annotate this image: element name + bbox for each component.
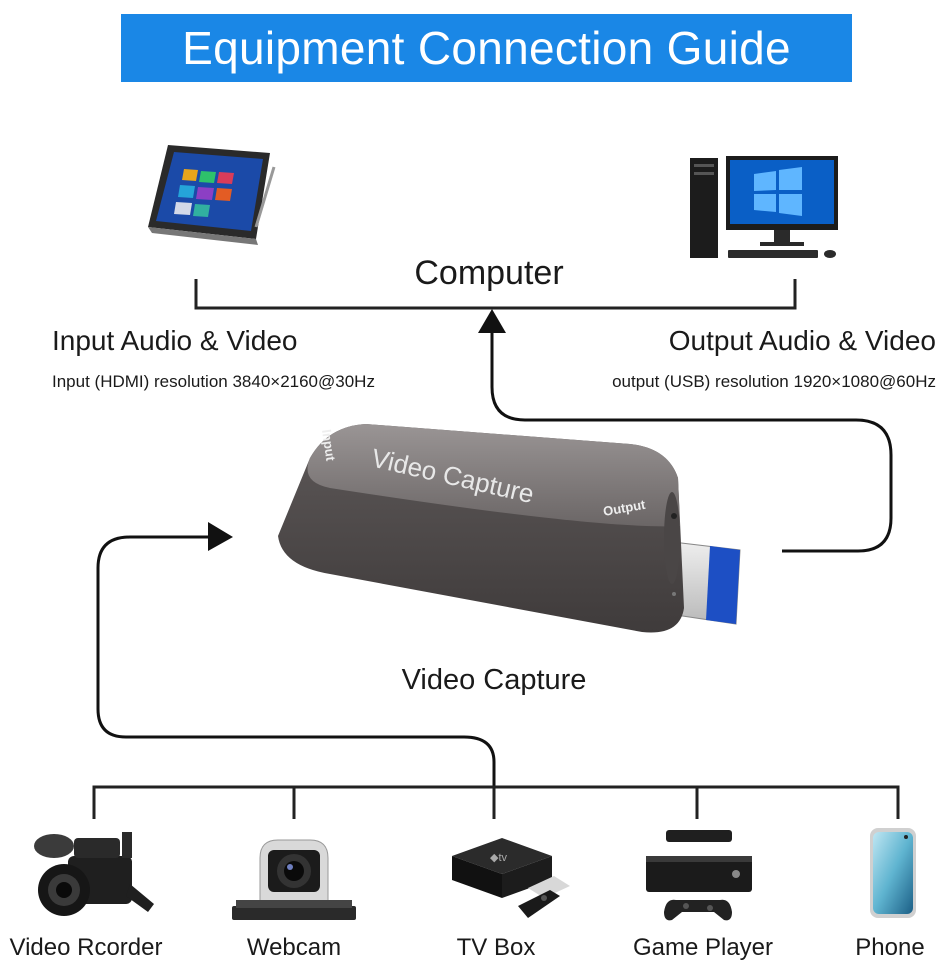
desktop-pc-icon: [690, 156, 838, 258]
tv-box-icon: ◆tv: [452, 838, 570, 918]
phone-icon: [870, 828, 916, 918]
video-capture-device-icon: Video Capture Input Output: [278, 424, 741, 633]
source-label-webcam: Webcam: [246, 934, 342, 961]
source-label-video-recorder: Video Rcorder: [9, 934, 163, 961]
output-detail: output (USB) resolution 1920×1080@60Hz: [612, 372, 936, 391]
output-connection-line: [490, 330, 893, 553]
camcorder-icon: [34, 832, 154, 916]
source-label-phone: Phone: [855, 934, 925, 961]
source-label-game-player: Game Player: [632, 934, 774, 961]
svg-text:◆tv: ◆tv: [490, 852, 508, 864]
video-capture-label: Video Capture: [401, 664, 587, 696]
sources-bracket: [92, 785, 900, 819]
device-input-port-label: Input: [319, 428, 338, 462]
input-arrowhead: [208, 522, 233, 551]
input-connection-line: [96, 535, 496, 787]
computer-label: Computer: [414, 254, 564, 292]
computer-arrowhead: [478, 309, 506, 333]
webcam-icon: [232, 839, 356, 920]
page-title: Equipment Connection Guide: [182, 22, 791, 74]
source-label-tv-box: TV Box: [456, 934, 536, 961]
computer-bracket: [194, 279, 797, 310]
title-banner: Equipment Connection Guide: [121, 14, 852, 82]
input-detail: Input (HDMI) resolution 3840×2160@30Hz: [52, 372, 375, 391]
game-console-icon: [646, 830, 752, 921]
input-heading: Input Audio & Video: [52, 325, 298, 356]
device-output-port-label: Output: [602, 497, 647, 519]
output-heading: Output Audio & Video: [668, 325, 936, 356]
tablet-icon: [148, 145, 276, 245]
